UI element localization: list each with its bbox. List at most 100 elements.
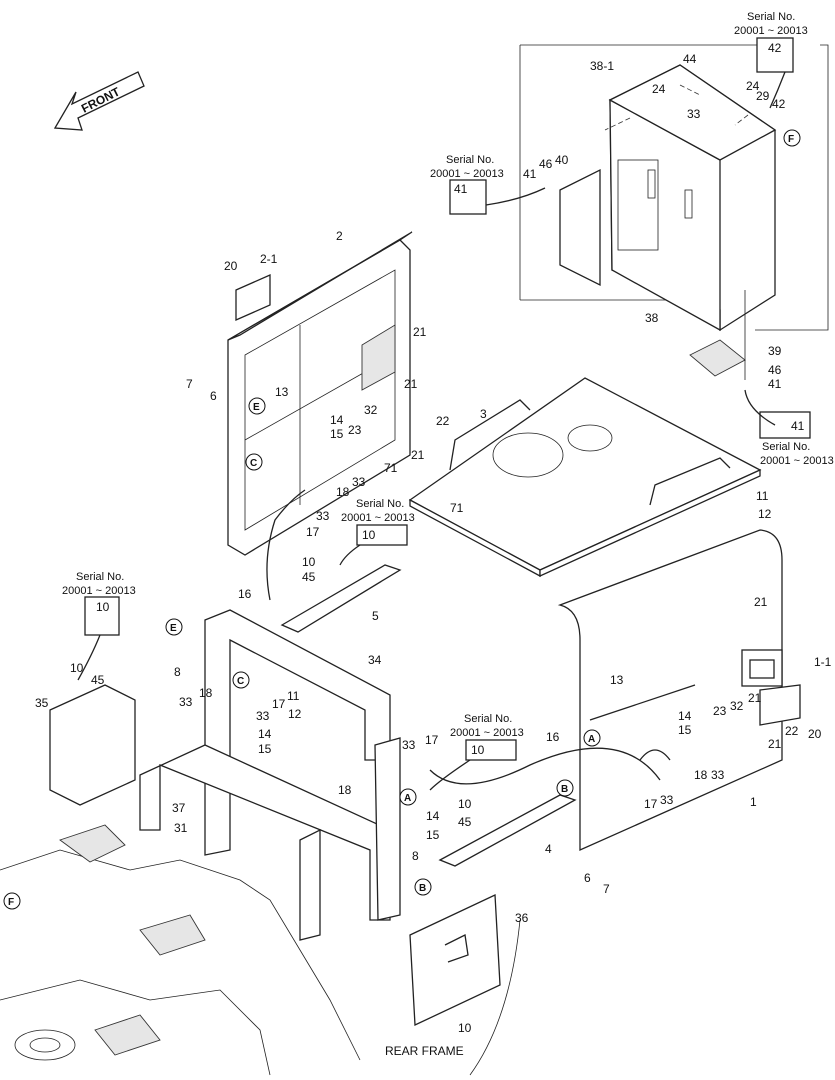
svg-text:39: 39 <box>768 344 782 358</box>
svg-text:F: F <box>8 897 14 908</box>
serial-note-10-left: Serial No. 20001 ~ 20013 10 <box>62 571 136 636</box>
svg-text:6: 6 <box>210 389 217 403</box>
svg-text:15: 15 <box>258 742 272 756</box>
svg-text:23: 23 <box>348 423 362 437</box>
svg-text:Serial No.: Serial No. <box>747 11 795 23</box>
serial-note-10-right: Serial No. 20001 ~ 20013 10 <box>450 713 524 761</box>
svg-text:45: 45 <box>302 570 316 584</box>
svg-text:15: 15 <box>426 828 440 842</box>
svg-text:33: 33 <box>256 709 270 723</box>
svg-text:20001 ~ 20013: 20001 ~ 20013 <box>760 455 834 467</box>
svg-text:14: 14 <box>678 709 692 723</box>
svg-text:36: 36 <box>515 911 529 925</box>
svg-text:20001 ~ 20013: 20001 ~ 20013 <box>62 585 136 597</box>
svg-text:11: 11 <box>756 489 769 503</box>
svg-text:21: 21 <box>748 691 762 705</box>
side-cover <box>557 529 801 852</box>
svg-text:24: 24 <box>746 79 760 93</box>
svg-text:10: 10 <box>302 555 316 569</box>
svg-text:20001 ~ 20013: 20001 ~ 20013 <box>450 727 524 739</box>
cable-16-left <box>266 489 306 601</box>
svg-text:5: 5 <box>372 609 379 623</box>
svg-text:13: 13 <box>275 385 289 399</box>
rear-frame-structure <box>139 609 401 941</box>
svg-text:20001 ~ 20013: 20001 ~ 20013 <box>430 168 504 180</box>
svg-text:21: 21 <box>411 448 425 462</box>
svg-text:Serial No.: Serial No. <box>446 154 494 166</box>
svg-text:33: 33 <box>402 738 416 752</box>
svg-text:41: 41 <box>523 167 537 181</box>
svg-text:6: 6 <box>584 871 591 885</box>
svg-text:33: 33 <box>711 768 725 782</box>
svg-text:14: 14 <box>258 727 272 741</box>
svg-text:33: 33 <box>179 695 193 709</box>
rear-frame-chassis <box>0 824 521 1076</box>
svg-text:21: 21 <box>768 737 782 751</box>
svg-text:8: 8 <box>412 849 419 863</box>
svg-text:42: 42 <box>768 41 782 55</box>
svg-text:20: 20 <box>224 259 238 273</box>
svg-text:8: 8 <box>174 665 181 679</box>
svg-text:20001 ~ 20013: 20001 ~ 20013 <box>341 512 415 524</box>
svg-text:E: E <box>253 402 260 413</box>
svg-text:45: 45 <box>91 673 105 687</box>
svg-text:E: E <box>170 623 177 634</box>
svg-text:46: 46 <box>768 363 782 377</box>
svg-text:23: 23 <box>713 704 727 718</box>
svg-text:10: 10 <box>458 1021 472 1035</box>
top-plate <box>408 377 762 578</box>
svg-text:21: 21 <box>413 325 427 339</box>
rear-frame-label: REAR FRAME <box>385 1044 464 1058</box>
svg-text:12: 12 <box>758 507 772 521</box>
mounting-brackets <box>280 564 577 867</box>
letter-callouts: F E C C E A B A B F <box>3 129 801 910</box>
svg-text:41: 41 <box>791 419 805 433</box>
svg-text:33: 33 <box>352 475 366 489</box>
cable-16-right <box>429 747 661 785</box>
svg-text:2-1: 2-1 <box>260 252 278 266</box>
battery-box-assembly <box>519 44 829 380</box>
svg-text:16: 16 <box>546 730 560 744</box>
svg-text:18: 18 <box>694 768 708 782</box>
svg-text:Serial No.: Serial No. <box>464 713 512 725</box>
svg-text:41: 41 <box>768 377 782 391</box>
svg-text:18: 18 <box>336 485 350 499</box>
svg-text:7: 7 <box>186 377 193 391</box>
leader-lines <box>77 71 786 791</box>
svg-text:35: 35 <box>35 696 49 710</box>
svg-text:10: 10 <box>70 661 84 675</box>
svg-text:32: 32 <box>364 403 378 417</box>
svg-text:24: 24 <box>652 82 666 96</box>
svg-text:31: 31 <box>174 821 188 835</box>
svg-text:20001 ~ 20013: 20001 ~ 20013 <box>734 25 808 37</box>
svg-text:38-1: 38-1 <box>590 59 614 73</box>
svg-text:B: B <box>561 784 568 795</box>
svg-text:16: 16 <box>238 587 252 601</box>
svg-text:12: 12 <box>288 707 302 721</box>
svg-text:17: 17 <box>644 797 658 811</box>
svg-text:37: 37 <box>172 801 186 815</box>
svg-text:33: 33 <box>660 793 674 807</box>
svg-text:10: 10 <box>362 528 376 542</box>
svg-text:45: 45 <box>458 815 472 829</box>
svg-text:3: 3 <box>480 407 487 421</box>
svg-text:17: 17 <box>306 525 320 539</box>
svg-text:18: 18 <box>199 686 213 700</box>
svg-text:F: F <box>788 134 794 145</box>
svg-text:71: 71 <box>384 461 398 475</box>
svg-text:22: 22 <box>436 414 450 428</box>
serial-note-42: Serial No. 20001 ~ 20013 42 <box>734 11 808 73</box>
svg-text:18: 18 <box>338 783 352 797</box>
svg-text:33: 33 <box>687 107 701 121</box>
svg-text:A: A <box>588 734 595 745</box>
svg-text:Serial No.: Serial No. <box>762 441 810 453</box>
svg-text:44: 44 <box>683 52 697 66</box>
serial-note-41-upper: Serial No. 20001 ~ 20013 41 <box>430 154 504 215</box>
svg-text:1: 1 <box>750 795 757 809</box>
svg-text:14: 14 <box>330 413 344 427</box>
svg-text:Serial No.: Serial No. <box>356 498 404 510</box>
part-labels: 38-1 44 24 24 29 42 33 46 40 41 38 39 46… <box>35 52 832 1035</box>
svg-text:7: 7 <box>603 882 610 896</box>
svg-text:10: 10 <box>458 797 472 811</box>
